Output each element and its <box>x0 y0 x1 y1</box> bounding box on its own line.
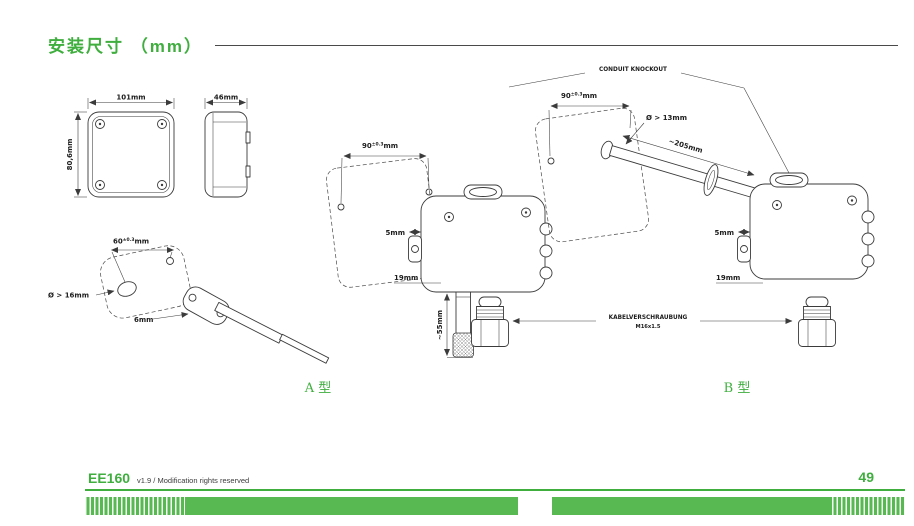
mounting-flange-disc <box>703 164 719 196</box>
footer-bar-right <box>552 497 905 515</box>
remote-probe-drawing: 60±0.3mm Ø > 16mm 6mm <box>48 237 330 364</box>
mounting-template-outline <box>535 107 649 243</box>
type-b-drawing: CONDUIT KNOCKOUT 90±0.3mm Ø > 13mm <box>508 67 875 396</box>
screw <box>847 195 857 206</box>
tab-width-label: 5mm <box>715 229 734 237</box>
probe-length-label: ~205mm <box>668 137 704 155</box>
probe-length-label: ~55mm <box>436 310 444 340</box>
screw-hole <box>337 203 345 211</box>
conduit-knockout-label: CONDUIT KNOCKOUT <box>599 67 667 73</box>
flange-hole-label: 6mm <box>134 316 153 324</box>
cable-gland-callout: KABELVERSCHRAUBUNG M16x1.5 <box>512 315 793 330</box>
probe-tube <box>214 301 284 344</box>
screw-hole <box>547 157 555 165</box>
screw-hole <box>95 119 105 129</box>
screw <box>444 212 454 222</box>
screw <box>521 207 531 218</box>
front-width-dimension: 101mm <box>87 94 175 109</box>
barcode-stripes-left <box>85 497 185 515</box>
hole-diameter-label: Ø > 16mm <box>48 292 89 300</box>
gland-size-label: M16x1.5 <box>636 324 661 330</box>
hole-spacing-label: 60±0.3mm <box>113 237 149 246</box>
type-a-label: A 型 <box>304 381 332 396</box>
footer-rule <box>85 489 905 491</box>
cable-gland-label: KABELVERSCHRAUBUNG <box>609 315 688 321</box>
flange-hole <box>188 293 197 302</box>
side-housing-outline <box>204 111 248 198</box>
side-view: 46mm <box>204 94 251 198</box>
knockout-scallop <box>539 244 553 258</box>
hole-spacing-label: 90±0.3mm <box>362 141 398 150</box>
barcode-stripes-right <box>832 497 905 515</box>
hole-diameter-label: Ø > 13mm <box>646 114 687 122</box>
footer-note: v1.9 / Modification rights reserved <box>137 476 250 485</box>
screw-hole <box>157 119 167 129</box>
type-b-label: B 型 <box>724 381 751 396</box>
screw <box>772 200 782 210</box>
side-depth-label: 46mm <box>214 94 238 102</box>
front-width-label: 101mm <box>116 94 145 102</box>
housing-outline <box>749 183 869 280</box>
footer-product: EE160 <box>88 470 131 486</box>
gland-offset-dimension: 19mm <box>716 274 763 284</box>
tab-hole <box>411 245 419 253</box>
cover-clip <box>245 165 251 178</box>
conduit-opening <box>775 175 803 185</box>
screw-hole <box>425 188 433 196</box>
housing-outline <box>420 195 546 293</box>
knockout-scallop <box>861 254 875 268</box>
conduit-knockout-callout: CONDUIT KNOCKOUT <box>508 67 790 174</box>
knockout-scallop <box>861 210 875 224</box>
knockout-scallop <box>861 232 875 246</box>
tab-hole <box>740 245 748 253</box>
page-title-row: 安装尺寸 （mm） <box>48 32 898 57</box>
footer-bar-left <box>85 497 518 515</box>
footer: EE160 v1.9 / Modification rights reserve… <box>88 470 249 486</box>
screw-hole <box>95 180 105 190</box>
probe-length-dimension: ~55mm <box>436 293 473 358</box>
mounting-template-outline <box>100 245 191 319</box>
side-depth-dimension: 46mm <box>204 94 248 109</box>
technical-drawing: 101mm 80,6mm 46mm <box>48 67 875 396</box>
gland-offset-dimension: 19mm <box>394 274 441 284</box>
knockout-scallop <box>539 266 553 280</box>
mounting-tab <box>737 235 751 263</box>
cover-clip <box>245 131 251 144</box>
tab-width-label: 5mm <box>386 229 405 237</box>
hole-spacing-dimension: 90±0.3mm <box>548 91 632 157</box>
probe-hole <box>117 281 137 297</box>
flange-hole-callout: 6mm <box>134 311 189 324</box>
footer-page-number: 49 <box>858 469 874 485</box>
tab-width-dimension: 5mm <box>715 229 750 237</box>
mounting-tab <box>408 235 422 263</box>
screw-hole <box>157 180 167 190</box>
front-height-label: 80,6mm <box>66 139 74 171</box>
screw-hole <box>166 257 174 265</box>
front-housing-outline <box>87 111 175 198</box>
filter-cap <box>452 332 474 358</box>
probe-cable <box>279 333 330 364</box>
tab-width-dimension: 5mm <box>386 229 421 237</box>
type-a-drawing: 90±0.3mm 5mm 19mm <box>304 141 553 396</box>
front-height-dimension: 80,6mm <box>66 111 87 198</box>
hole-spacing-label: 90±0.3mm <box>561 91 597 100</box>
knockout-scallop <box>539 222 553 236</box>
gland-offset-label: 19mm <box>394 274 418 282</box>
cable-gland <box>798 296 836 347</box>
gland-offset-label: 19mm <box>716 274 740 282</box>
hole-diameter-callout: Ø > 16mm <box>48 289 115 300</box>
front-view: 101mm 80,6mm <box>66 94 175 198</box>
page-title: 安装尺寸 （mm） <box>48 37 203 56</box>
title-rule <box>214 45 898 46</box>
conduit-opening <box>469 187 497 197</box>
hole-spacing-dimension: 60±0.3mm <box>111 237 174 283</box>
hole-spacing-dimension: 90±0.3mm <box>340 141 430 204</box>
cable-gland <box>471 296 509 347</box>
